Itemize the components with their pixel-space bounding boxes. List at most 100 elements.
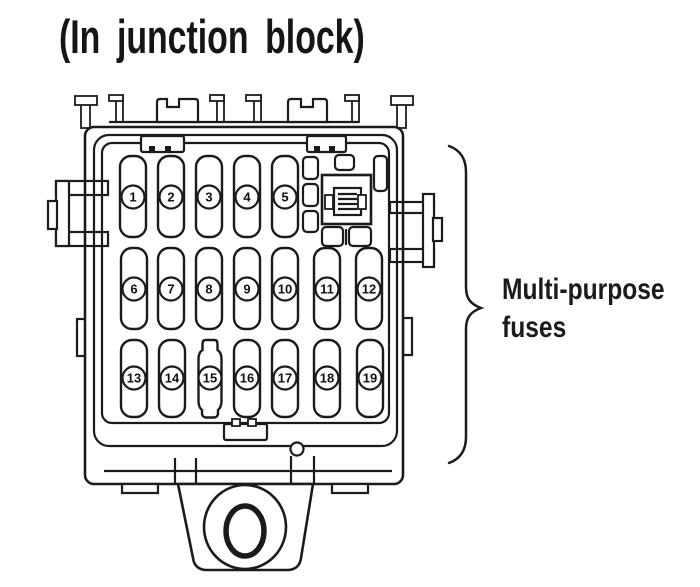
curly-brace [447,144,485,465]
fuse-7: 7 [156,246,186,331]
fuse-number: 12 [362,282,376,297]
fuse-number: 16 [240,371,254,386]
left-side-clamp [46,179,110,248]
fuse-number-circle [272,276,298,302]
fuse-number-circle [159,365,185,391]
latch-notch [314,146,320,152]
latch-tab [139,134,186,154]
right-foot [330,482,370,495]
fuse-number: 13 [127,371,141,386]
corner-tab-cap [74,95,98,106]
fuse-number: 14 [165,371,180,386]
fuse-16: 16 [232,338,262,419]
fuse-number: 18 [320,371,334,386]
fuse-number: 19 [363,371,377,386]
fuse-number-circle [234,276,260,302]
fuse-number-circle [197,365,223,391]
bracket-attachment-lines [173,456,316,484]
relay-hatch-lines [338,192,357,211]
latch-notch [329,146,335,152]
fuse-13: 13 [119,338,149,419]
latch-notch [165,146,171,152]
fuse-14: 14 [157,338,187,419]
fuse-15: 15 [197,338,223,419]
fuse-number: 4 [243,190,251,205]
fuse-number-circle [196,184,222,210]
clamp-nub [431,216,444,243]
small-slot [347,225,373,248]
fuse-number: 5 [281,190,288,205]
latch-tab [222,422,269,442]
relay-inner [332,186,363,217]
bottom-latch-tab [222,418,269,442]
label-line-2: fuses [502,311,567,344]
fuse-number-circle [121,365,147,391]
left-foot [120,482,160,495]
small-slot [372,154,389,193]
fuse-number-circle [158,184,184,210]
latch-tab [305,134,348,154]
recess-wall-cap [344,94,360,102]
fuse-5: 5 [270,154,300,239]
label-line-1: Multi-purpose [502,273,665,306]
right-side-clamp [388,192,444,269]
fuse-9: 9 [232,246,262,331]
fuse-number: 10 [278,282,292,297]
connector-key-tab-left [155,97,200,124]
relay-clip-right [357,194,367,210]
small-slots [301,153,389,248]
top-left-corner-tab [74,95,98,129]
fuse-number-circle [158,276,184,302]
fuse-3: 3 [194,154,224,239]
fuse-number: 8 [205,282,212,297]
right-side-bump [401,316,414,357]
inner-frame-outer [92,133,399,448]
top-right-corner-tab [390,95,414,129]
fuse-17: 17 [270,338,300,419]
fuse-11: 11 [312,246,342,331]
fuse-number-circle [272,184,298,210]
recess-wall-cap [108,94,124,102]
fuse-number: 17 [278,371,292,386]
fuse-number-circle [234,365,260,391]
fuse-10: 10 [270,246,300,331]
latch-notch [149,146,155,152]
fuse-number: 11 [320,282,334,297]
small-slot [301,182,320,208]
fuse-number: 7 [167,282,174,297]
fuse-number: 15 [203,371,217,386]
fuse-number: 1 [129,190,136,205]
fuse-number-circle [356,276,382,302]
top-latch-tab-left [139,134,186,154]
latch-nub [231,418,241,427]
fuse-number: 2 [167,190,174,205]
fuse-number-circle [357,365,383,391]
fuse-19: 19 [355,338,385,419]
fuse-number-circle [234,184,260,210]
small-slot [301,155,320,181]
fuse-2: 2 [156,154,186,239]
fuse-18: 18 [312,338,342,419]
fuse-12: 12 [354,246,384,331]
corner-tab-cap [390,95,414,106]
fuse-number: 9 [243,282,250,297]
relay-clip-left [324,194,334,210]
top-latch-tab-right [305,134,348,154]
fuse-1: 1 [118,154,148,239]
fuse-number-circle [314,276,340,302]
fuse-number: 6 [130,282,137,297]
diagram-title: (In junction block) [59,10,365,63]
latch-nub [247,418,257,427]
multi-purpose-fuses-label: Multi-purpose fuses [502,271,665,347]
drain-hole [289,441,305,457]
relay-socket [320,173,373,226]
grommet-inner-ring [223,503,267,559]
fuse-number-circle [314,365,340,391]
fuse-number-circle [196,276,222,302]
connector-key-tab-right [286,97,329,124]
small-slot [333,153,356,172]
recess-wall-cap [245,94,262,102]
small-slot [320,225,345,248]
